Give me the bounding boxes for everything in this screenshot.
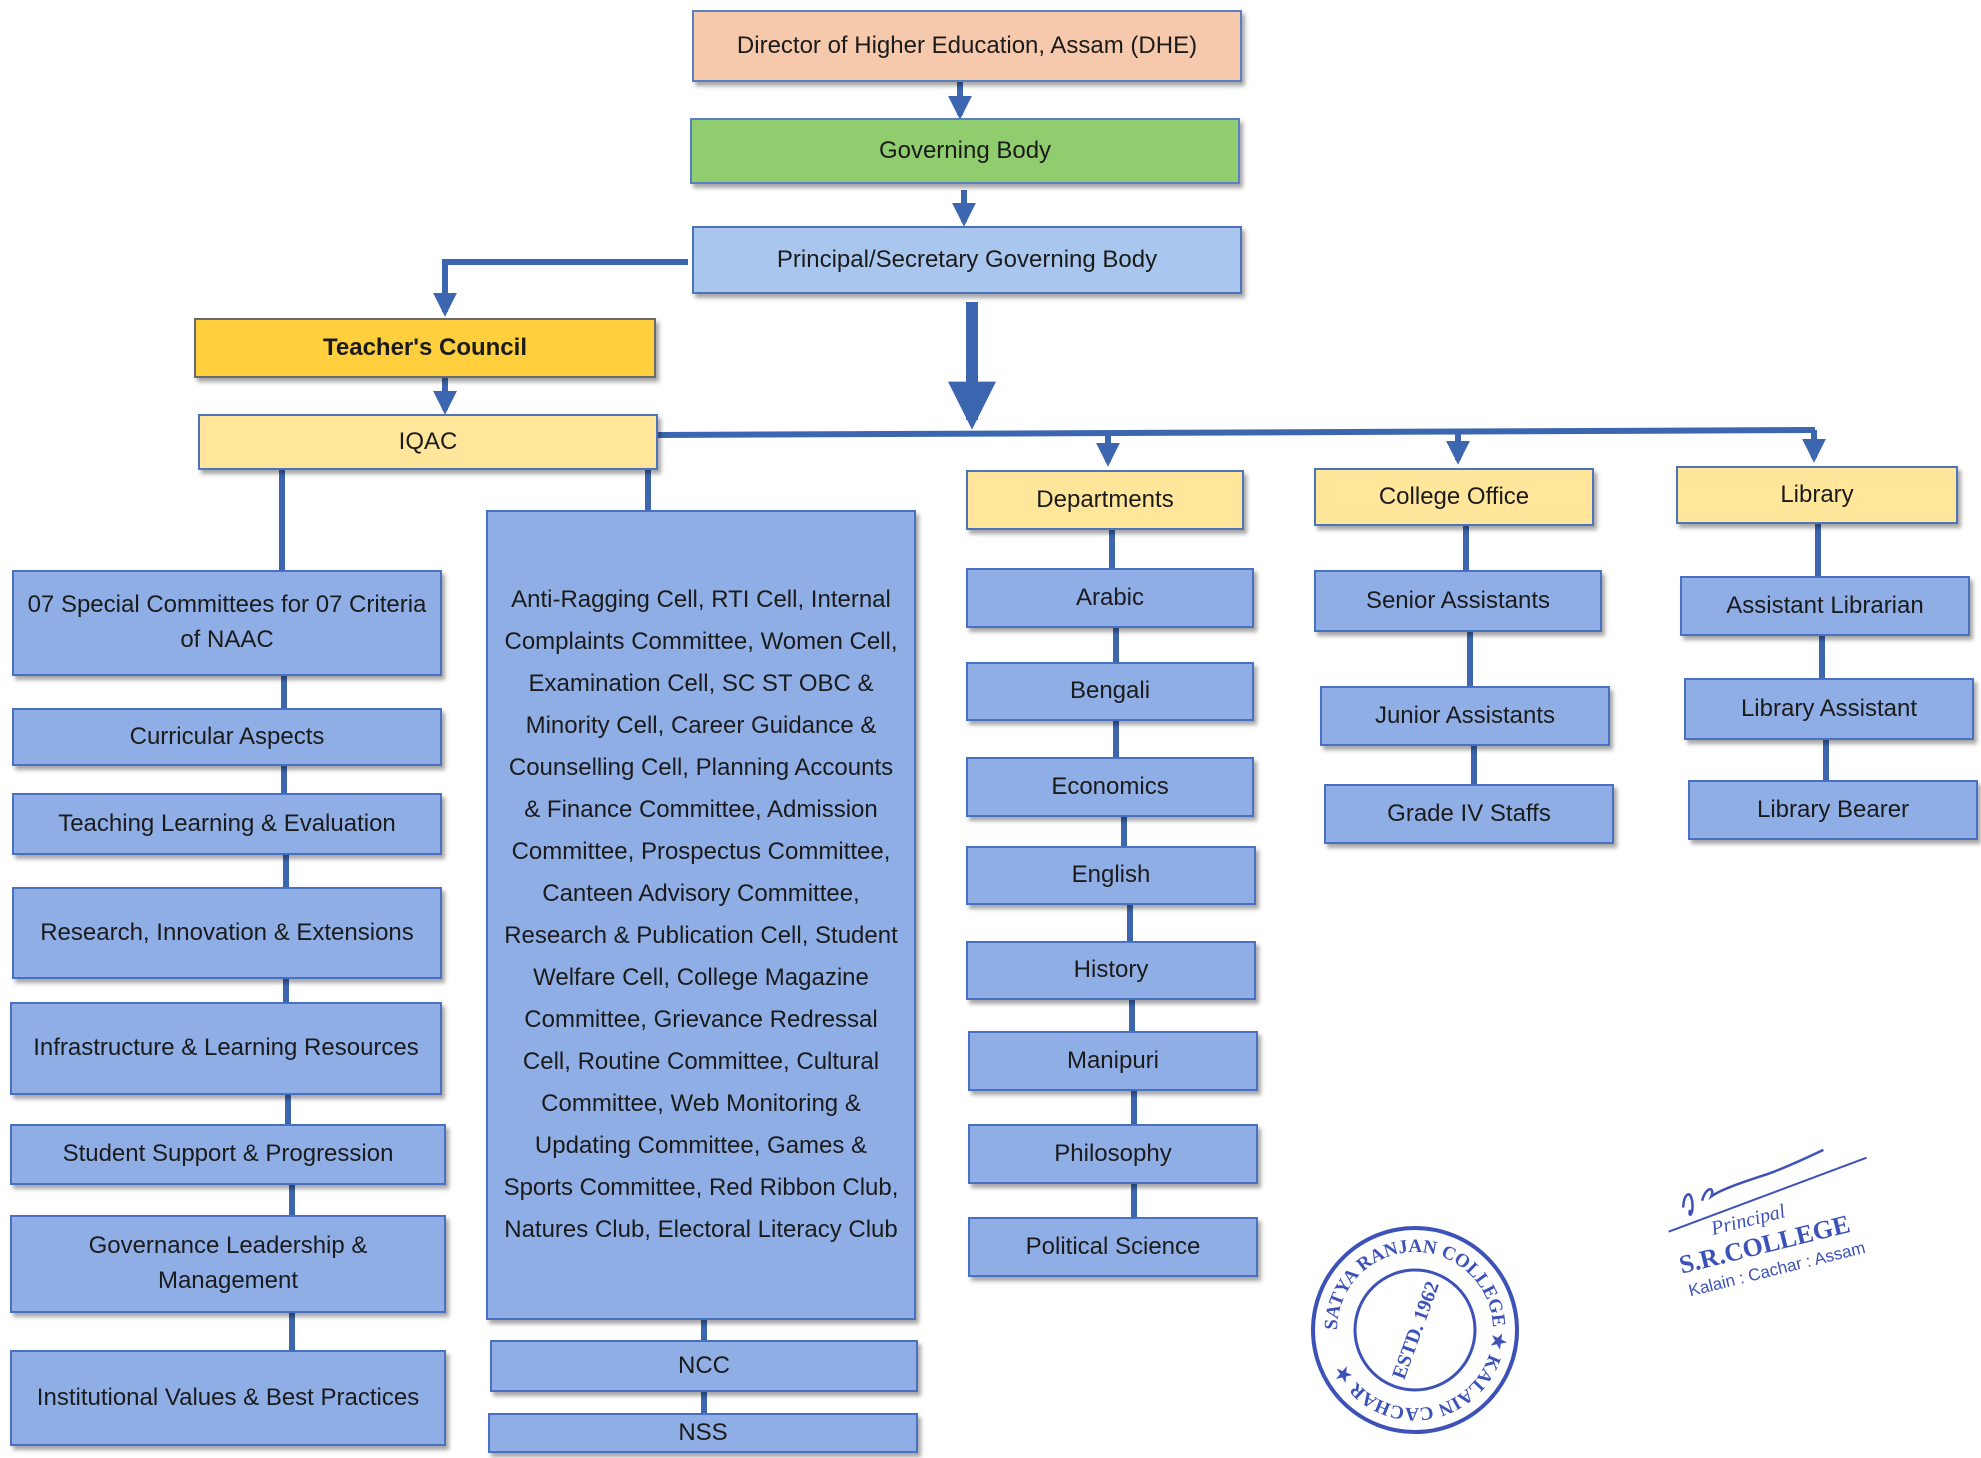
special-committees-label: 07 Special Committees for 07 Criteria of…	[27, 591, 427, 653]
dhe-box: Director of Higher Education, Assam (DHE…	[692, 10, 1242, 82]
department-label: Political Science	[1025, 1232, 1201, 1260]
governing-body-box: Governing Body	[690, 118, 1240, 184]
teachers-council-label: Teacher's Council	[323, 333, 527, 361]
department-label: Manipuri	[1066, 1046, 1160, 1074]
criterion-label: Research, Innovation & Extensions	[40, 918, 414, 946]
department-box: Philosophy	[968, 1124, 1258, 1184]
criterion-box: Governance Leadership & Management	[10, 1215, 446, 1313]
library-label: Library	[1780, 480, 1854, 508]
criterion-box: Curricular Aspects	[12, 708, 442, 766]
library-staff-label: Library Assistant	[1740, 694, 1918, 722]
iqac-box: IQAC	[198, 414, 658, 470]
special-committees-box: 07 Special Committees for 07 Criteria of…	[12, 570, 442, 676]
college-office-box: College Office	[1314, 468, 1594, 526]
library-staff-box: Library Assistant	[1684, 678, 1974, 740]
teachers-council-box: Teacher's Council	[194, 318, 656, 378]
library-staff-label: Assistant Librarian	[1726, 591, 1924, 619]
office-staff-label: Grade IV Staffs	[1387, 799, 1551, 827]
nss-label: NSS	[678, 1418, 728, 1446]
departments-box: Departments	[966, 470, 1244, 530]
criterion-label: Infrastructure & Learning Resources	[33, 1034, 419, 1062]
department-box: Economics	[966, 757, 1254, 817]
department-label: Bengali	[1069, 677, 1151, 705]
principal-signature-block: Principal S.R.COLLEGE Kalain : Cachar : …	[1630, 1125, 1910, 1325]
department-label: Economics	[1051, 772, 1169, 800]
dhe-label: Director of Higher Education, Assam (DHE…	[736, 31, 1198, 59]
department-box: Manipuri	[968, 1031, 1258, 1091]
library-box: Library	[1676, 466, 1958, 524]
criterion-box: Infrastructure & Learning Resources	[10, 1002, 442, 1095]
office-staff-box: Grade IV Staffs	[1324, 784, 1614, 844]
office-staff-box: Junior Assistants	[1320, 686, 1610, 746]
department-box: English	[966, 846, 1256, 905]
seal-center-text: ESTD. 1962	[1388, 1279, 1444, 1383]
library-staff-box: Assistant Librarian	[1680, 576, 1970, 636]
criterion-label: Institutional Values & Best Practices	[36, 1383, 420, 1411]
department-label: History	[1073, 956, 1149, 984]
governing-body-label: Governing Body	[878, 136, 1052, 164]
library-staff-box: Library Bearer	[1688, 780, 1978, 840]
college-seal: SATYA RANJAN COLLEGE ★ KALAIN CACHAR ★ E…	[1300, 1215, 1530, 1445]
criterion-box: Teaching Learning & Evaluation	[12, 793, 442, 855]
department-box: Bengali	[966, 662, 1254, 721]
criterion-box: Institutional Values & Best Practices	[10, 1350, 446, 1446]
library-staff-label: Library Bearer	[1756, 795, 1910, 823]
office-staff-box: Senior Assistants	[1314, 570, 1602, 632]
department-box: Political Science	[968, 1217, 1258, 1277]
criterion-box: Student Support & Progression	[10, 1124, 446, 1185]
criterion-label: Curricular Aspects	[129, 722, 325, 750]
committees-list: Anti-Ragging Cell, RTI Cell, Internal Co…	[503, 586, 899, 1243]
department-box: Arabic	[966, 568, 1254, 628]
principal-label: Principal/Secretary Governing Body	[776, 245, 1158, 273]
signature-icon: Principal S.R.COLLEGE Kalain : Cachar : …	[1668, 1148, 1867, 1300]
department-box: History	[966, 941, 1256, 1000]
criterion-label: Teaching Learning & Evaluation	[58, 809, 396, 837]
criterion-label: Governance Leadership & Management	[88, 1232, 368, 1294]
principal-box: Principal/Secretary Governing Body	[692, 226, 1242, 294]
nss-box: NSS	[488, 1413, 918, 1453]
criterion-label: Student Support & Progression	[62, 1140, 394, 1168]
college-office-label: College Office	[1378, 482, 1530, 510]
criterion-box: Research, Innovation & Extensions	[12, 887, 442, 979]
office-staff-label: Junior Assistants	[1374, 701, 1556, 729]
department-label: Philosophy	[1054, 1139, 1172, 1167]
departments-label: Departments	[1036, 485, 1174, 513]
ncc-box: NCC	[490, 1340, 918, 1392]
arrow-principal-to-council	[433, 259, 688, 317]
department-label: Arabic	[1075, 583, 1145, 611]
office-staff-label: Senior Assistants	[1365, 586, 1551, 614]
main-bus	[656, 427, 1816, 438]
department-label: English	[1071, 861, 1151, 889]
iqac-label: IQAC	[398, 427, 458, 455]
committees-box: Anti-Ragging Cell, RTI Cell, Internal Co…	[486, 510, 916, 1320]
seal-stamp-icon: SATYA RANJAN COLLEGE ★ KALAIN CACHAR ★ E…	[1311, 1226, 1519, 1434]
ncc-label: NCC	[678, 1351, 730, 1379]
